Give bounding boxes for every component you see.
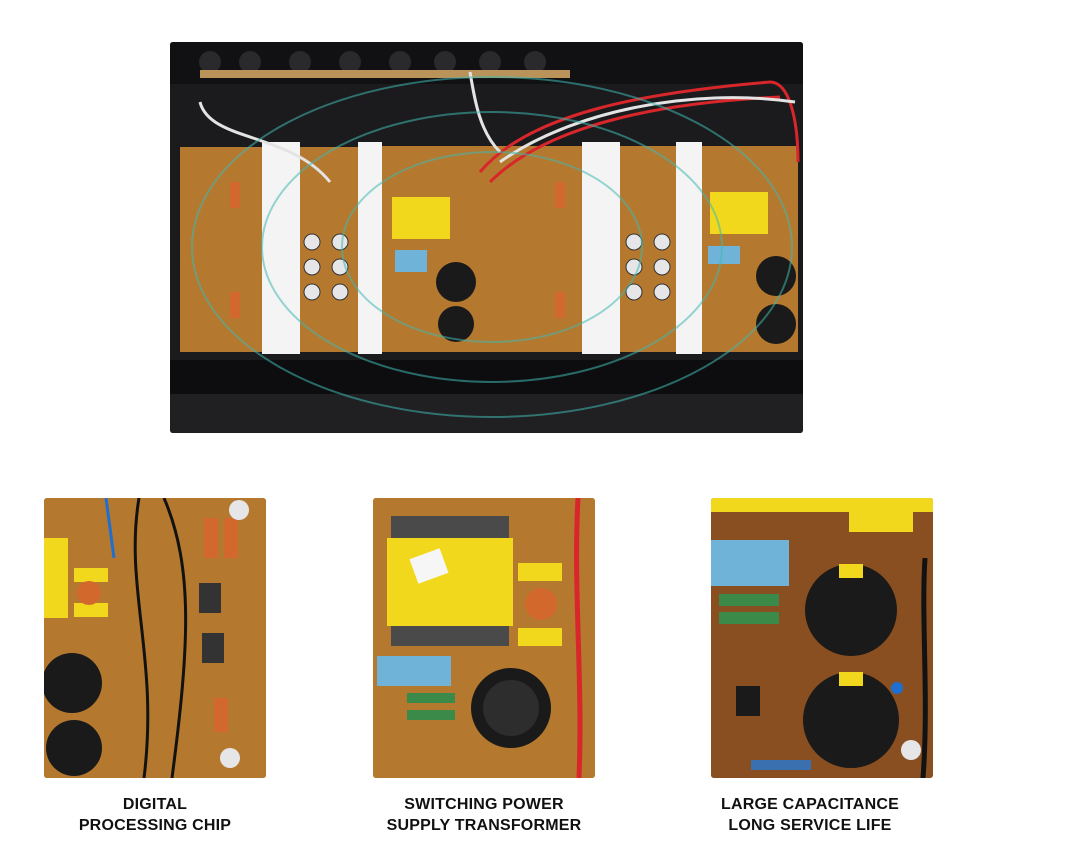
- caption-line-1: DIGITAL: [122, 796, 188, 813]
- digital-processing-chip-photo: [44, 498, 266, 778]
- caption-line-1: SWITCHING POWER: [404, 796, 564, 813]
- caption-switching-transformer: SWITCHING POWER SUPPLY TRANSFORMER: [334, 794, 634, 836]
- amplifier-interior-photo: [170, 42, 803, 433]
- caption-line-2: LONG SERVICE LIFE: [728, 817, 892, 834]
- large-capacitors-photo: [711, 498, 933, 778]
- caption-line-2: PROCESSING CHIP: [78, 817, 232, 834]
- switching-transformer-photo: [373, 498, 595, 778]
- caption-line-1: LARGE CAPACITANCE: [721, 796, 899, 813]
- caption-digital-processing-chip: DIGITAL PROCESSING CHIP: [5, 794, 305, 836]
- caption-large-capacitance: LARGE CAPACITANCE LONG SERVICE LIFE: [660, 794, 960, 836]
- caption-line-2: SUPPLY TRANSFORMER: [386, 817, 582, 834]
